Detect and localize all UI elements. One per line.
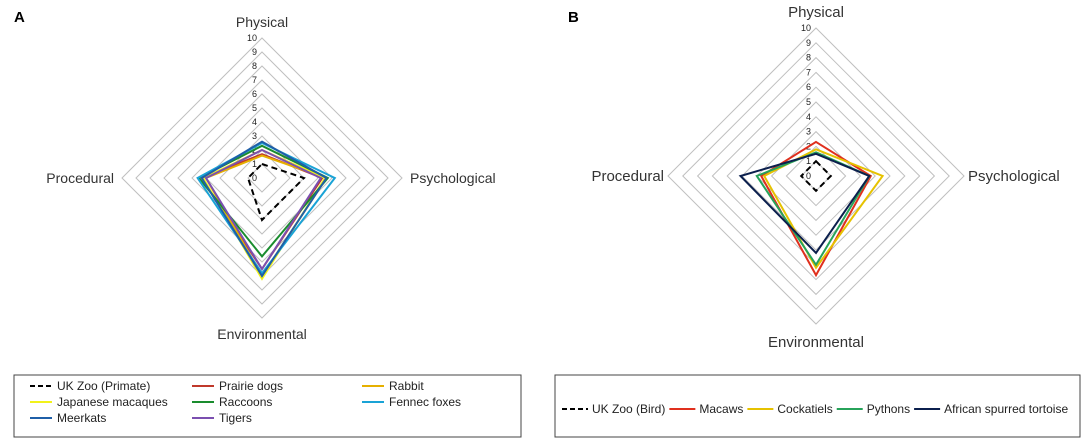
legend-label: Fennec foxes (389, 395, 461, 409)
grid-ring-4 (205, 121, 319, 235)
legend-a: UK Zoo (Primate) Prairie dogs RabbitJapane… (30, 379, 461, 425)
tick-label: 4 (806, 112, 811, 122)
series-cockatiels (762, 148, 885, 270)
legend-label: Macaws (699, 402, 743, 416)
series-group-a (196, 140, 337, 281)
series-meerkats (200, 140, 328, 278)
grid-ring-6 (726, 86, 906, 266)
legend-label: Pythons (867, 402, 910, 416)
axis-label-physical-b: Physical (788, 4, 844, 21)
tick-label: 10 (801, 23, 811, 33)
tick-label: 7 (252, 75, 257, 85)
series-fennec-foxes (196, 141, 337, 275)
axis-label-psychological-b: Psychological (968, 168, 1060, 185)
series-raccoons (197, 144, 330, 258)
grid-ring-2 (233, 149, 291, 207)
grid-ring-3 (219, 135, 305, 221)
axis-label-procedural-a: Procedural (46, 170, 114, 186)
tick-label: 5 (252, 103, 257, 113)
grid-ring-2 (785, 145, 847, 207)
legend-label: Prairie dogs (219, 379, 283, 393)
axis-label-psychological-a: Psychological (410, 170, 496, 186)
axis-label-procedural-b: Procedural (591, 168, 664, 185)
tick-label: 7 (806, 67, 811, 77)
grid-ring-9 (682, 42, 950, 310)
grid-ring-9 (135, 51, 389, 305)
legend-label: Meerkats (57, 411, 106, 425)
tick-label: 6 (806, 82, 811, 92)
tick-label: 0 (806, 171, 811, 181)
panel-letter-a: A (14, 9, 25, 26)
grid-ring-4 (756, 116, 876, 236)
grid-ring-10 (667, 27, 965, 325)
grid-ring-5 (741, 101, 891, 251)
legend-b: UK Zoo (Bird) Macaws Cockatiels Pythons Afri… (562, 402, 1068, 416)
tick-label: 3 (806, 127, 811, 137)
legend-box-b (554, 374, 1081, 438)
tick-label: 9 (252, 47, 257, 57)
series-african-spurred-tortoise (738, 152, 871, 255)
tick-label: 0 (252, 173, 257, 183)
legend-label: Cockatiels (777, 402, 832, 416)
series-tigers (204, 148, 323, 271)
radar-grid-b (667, 27, 965, 325)
axis-label-environmental-b: Environmental (768, 334, 864, 351)
grid-ring-5 (191, 107, 333, 249)
series-uk-zoo-bird- (799, 159, 833, 193)
grid-ring-7 (163, 79, 361, 277)
tick-label: 9 (806, 38, 811, 48)
tick-label: 10 (247, 33, 257, 43)
legend-label: UK Zoo (Primate) (57, 379, 150, 393)
tick-label: 4 (252, 117, 257, 127)
tick-label: 1 (252, 159, 257, 169)
series-group-b (738, 140, 885, 278)
tick-label: 1 (806, 156, 811, 166)
grid-ring-6 (177, 93, 347, 263)
legend-label: African spurred tortoise (944, 402, 1068, 416)
legend-label: Raccoons (219, 395, 272, 409)
series-uk-zoo-primate- (246, 162, 306, 222)
tick-label: 6 (252, 89, 257, 99)
tick-label: 3 (252, 131, 257, 141)
grid-ring-8 (696, 56, 936, 296)
tick-label: 8 (806, 53, 811, 63)
legend-label: Tigers (219, 411, 252, 425)
grid-ring-7 (711, 71, 921, 281)
grid-ring-8 (149, 65, 375, 291)
tick-label: 8 (252, 61, 257, 71)
axis-label-physical-a: Physical (236, 14, 288, 30)
legend-label: Japanese macaques (57, 395, 168, 409)
panel-letter-b: B (568, 9, 579, 26)
axis-label-environmental-a: Environmental (217, 326, 307, 342)
tick-label: 5 (806, 97, 811, 107)
legend-box-a (13, 374, 522, 438)
grid-ring-10 (121, 37, 403, 319)
legend-label: Rabbit (389, 379, 424, 393)
legend-label: UK Zoo (Bird) (592, 402, 665, 416)
